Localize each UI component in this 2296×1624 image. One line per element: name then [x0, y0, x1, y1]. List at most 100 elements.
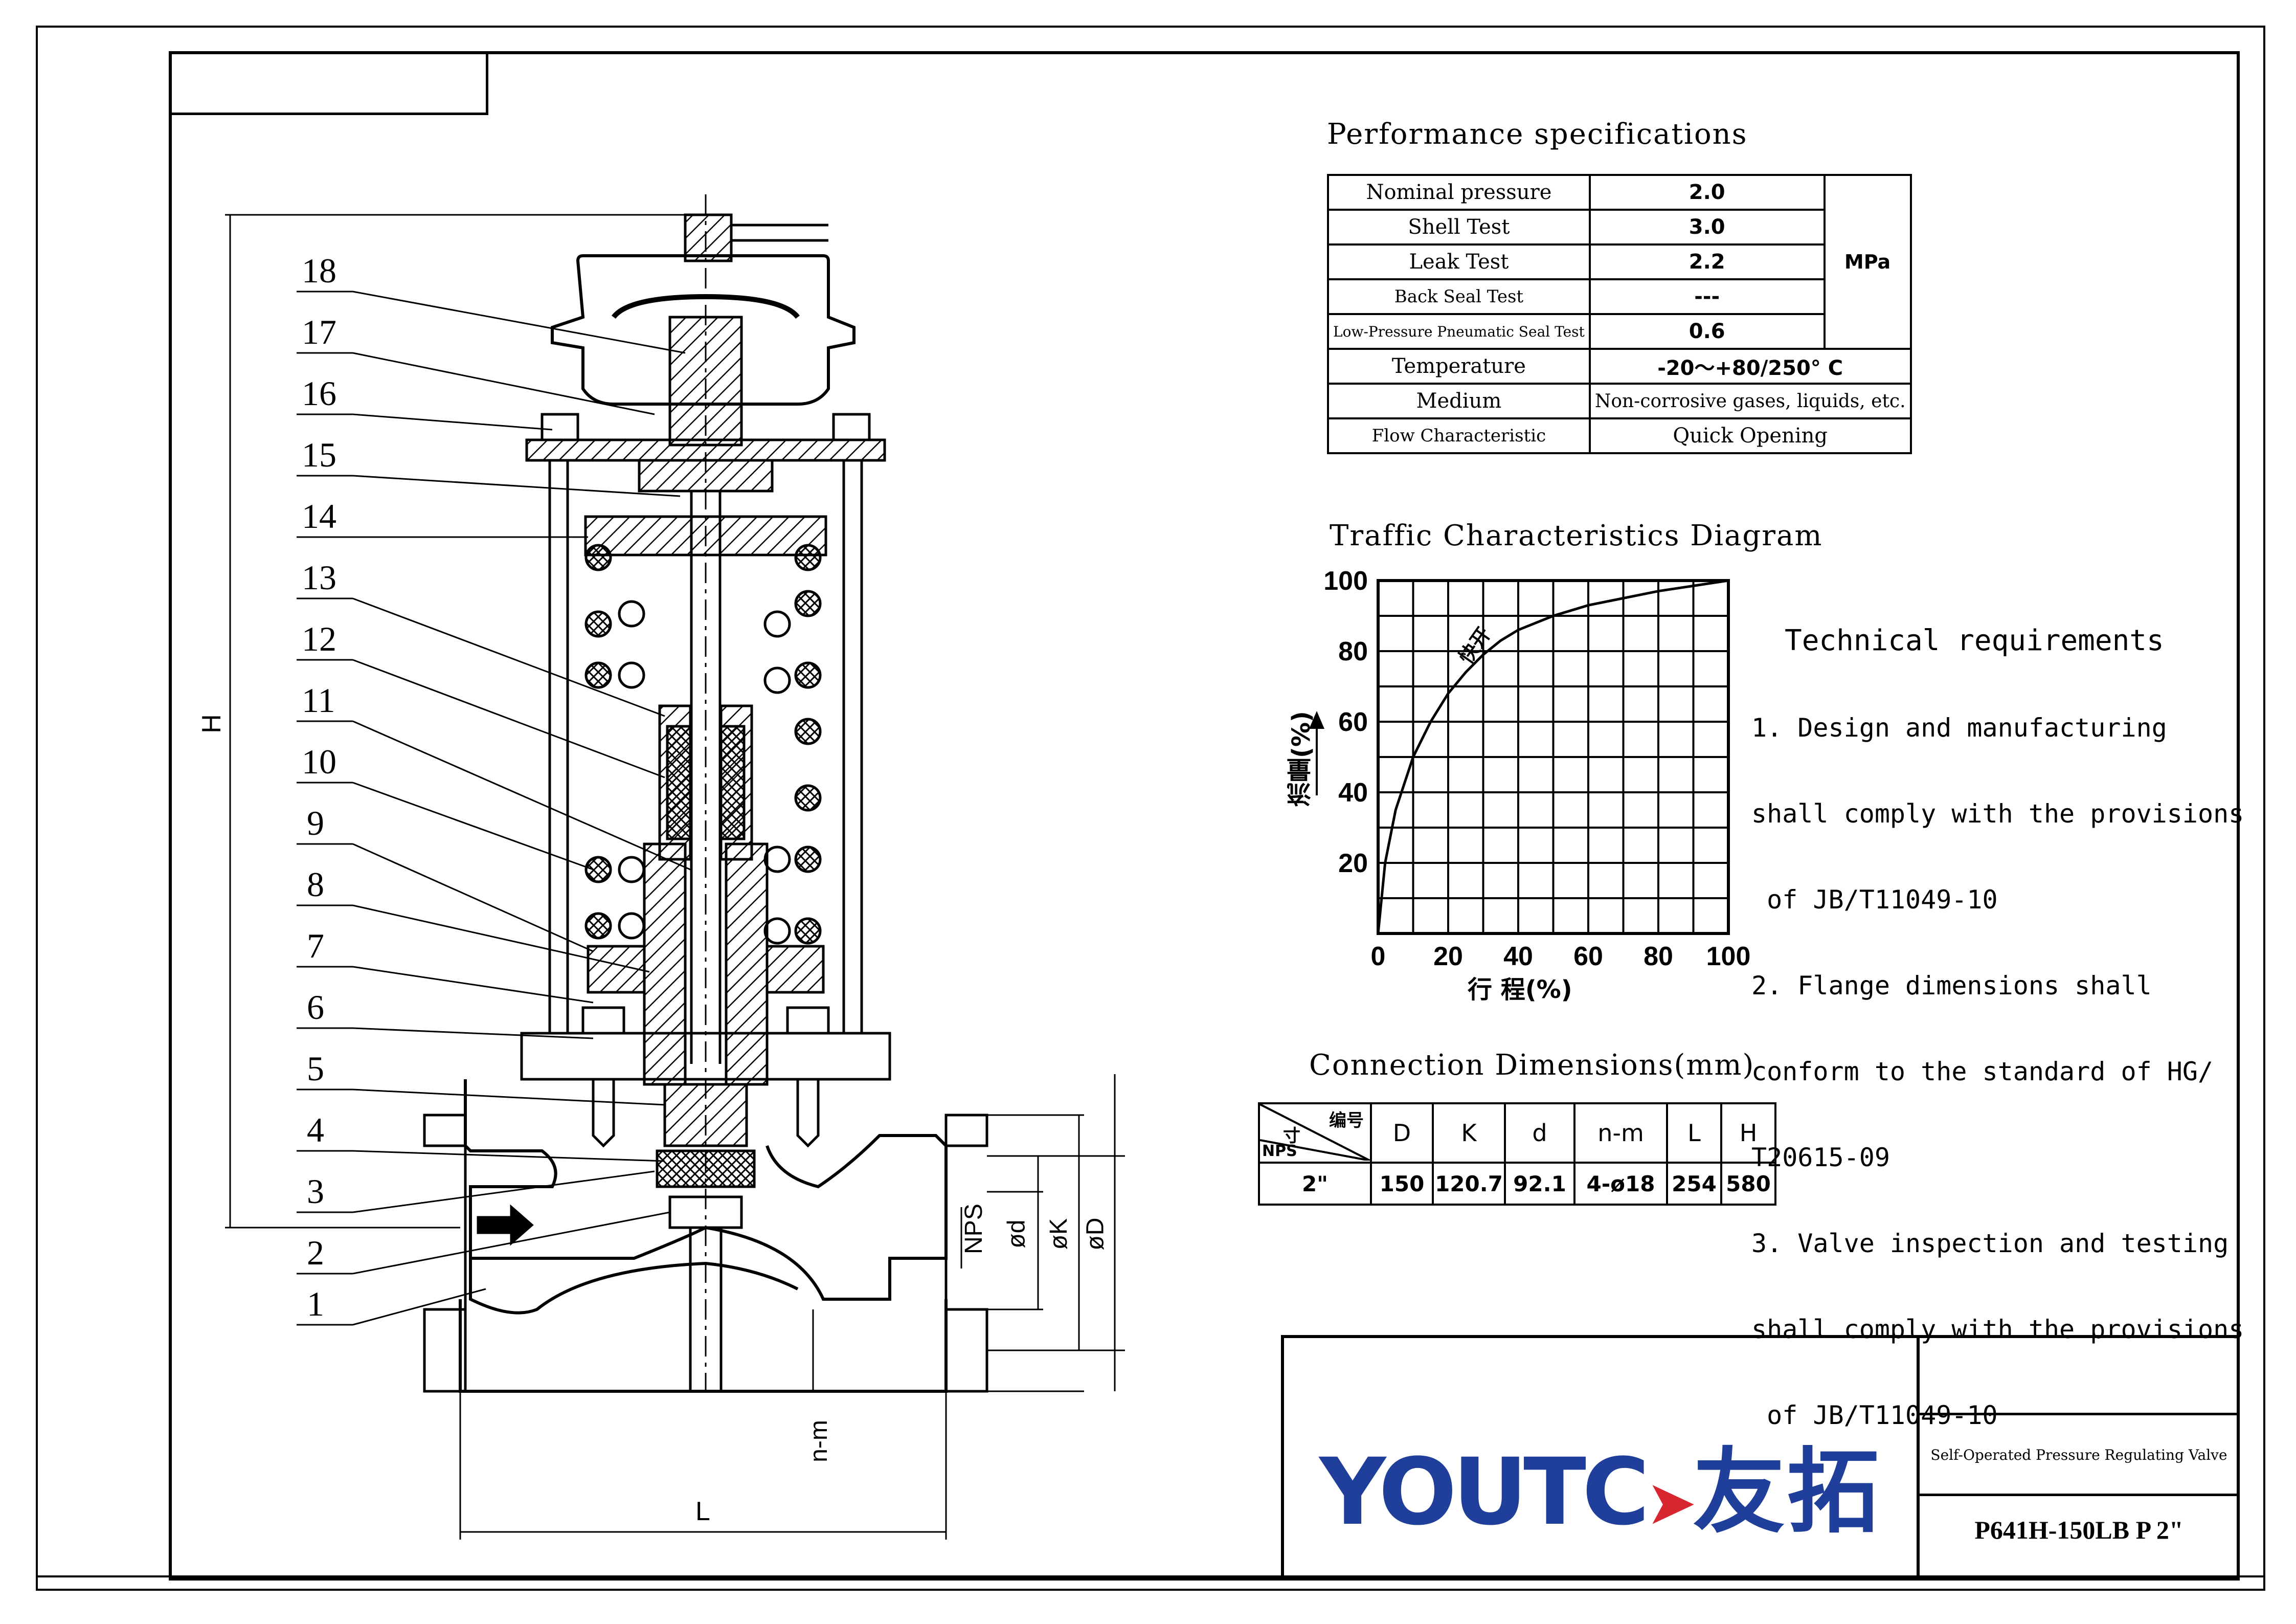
technical-line: 1. Design and manufacturing	[1751, 713, 2167, 743]
connection-table: 编号 寸 NPS D K d n-m L H 2" 150 120.7 92.1…	[1258, 1102, 1776, 1206]
perf-value: Non-corrosive gases, liquids, etc.	[1588, 383, 1912, 419]
corner-top: 编号	[1329, 1110, 1364, 1131]
performance-table: Nominal pressure 2.0 MPa Shell Test 3.0 …	[1327, 174, 1912, 454]
balloon-13: 13	[302, 558, 336, 597]
x-tick-label: 60	[1573, 942, 1603, 971]
table-row: Temperature -20～+80/250° C	[1327, 348, 1912, 385]
technical-line: shall comply with the provisions	[1751, 799, 2244, 829]
title-block-rule	[1917, 1494, 2240, 1496]
dim-label-k: øK	[1045, 1218, 1073, 1250]
performance-title: Performance specifications	[1327, 118, 1748, 151]
diagram-title: Traffic Characteristics Diagram	[1330, 519, 1823, 552]
chart-ylabel: 流量(%)	[1287, 711, 1316, 807]
technical-line: shall comply with the provisions	[1751, 1315, 2244, 1344]
perf-value: 2.0	[1588, 174, 1826, 211]
title-block	[1281, 1335, 2240, 1581]
balloon-8: 8	[307, 865, 324, 904]
dim-label-d: ød	[1003, 1219, 1030, 1249]
chart-xlabel: 行 程(%)	[1468, 975, 1572, 1004]
x-tick-label: 40	[1503, 942, 1533, 971]
table-row: 编号 寸 NPS D K d n-m L H	[1258, 1102, 1776, 1164]
balloon-9: 9	[307, 804, 324, 842]
corner-title-box	[169, 51, 488, 115]
corner-cell: 编号 寸 NPS	[1258, 1102, 1372, 1164]
perf-value: 3.0	[1588, 209, 1826, 246]
corner-mid: 寸	[1283, 1126, 1300, 1146]
balloon-1: 1	[307, 1284, 324, 1323]
col-header: n-m	[1573, 1102, 1668, 1164]
col-header: D	[1370, 1102, 1434, 1164]
plot-frame	[1377, 579, 1730, 935]
valve-section-drawing	[225, 194, 1125, 1540]
drawing-border-inner	[169, 51, 2240, 1581]
balloon-11: 11	[302, 681, 335, 720]
x-tick-label: 100	[1706, 942, 1751, 971]
table-row: 2" 150 120.7 92.1 4-ø18 254 580	[1258, 1162, 1776, 1206]
balloon-16: 16	[302, 374, 336, 413]
cell: 150	[1370, 1162, 1434, 1206]
model-number: P641H-150LB P 2"	[1974, 1516, 2184, 1544]
col-header: L	[1666, 1102, 1722, 1164]
perf-value: 0.6	[1588, 313, 1826, 350]
drawing-border-outer	[36, 26, 2265, 1591]
table-row: Flow Characteristic Quick Opening	[1327, 417, 1912, 454]
table-row: Leak Test 2.2	[1327, 243, 1911, 280]
title-block-rule	[1917, 1413, 2240, 1415]
dim-label-bigd: øD	[1082, 1217, 1109, 1251]
perf-label: Back Seal Test	[1327, 278, 1591, 315]
col-header: d	[1504, 1102, 1575, 1164]
y-tick-label: 40	[1338, 778, 1368, 808]
perf-value: 2.2	[1588, 243, 1826, 280]
bottom-strip	[36, 1575, 2265, 1591]
cell: 120.7	[1432, 1162, 1506, 1206]
technical-line: 3. Valve inspection and testing	[1751, 1229, 2229, 1258]
dim-label-h: H	[196, 714, 227, 733]
y-axis-arrowhead	[1309, 711, 1324, 729]
perf-label: Temperature	[1327, 348, 1591, 385]
perf-value: ---	[1588, 278, 1826, 315]
table-row: Back Seal Test ---	[1327, 278, 1911, 315]
balloon-12: 12	[302, 619, 336, 658]
table-row: Nominal pressure 2.0 MPa	[1327, 174, 1912, 350]
perf-label: Flow Characteristic	[1327, 417, 1591, 454]
corner-bottom: NPS	[1262, 1142, 1297, 1160]
balloon-6: 6	[307, 988, 324, 1027]
perf-unit: MPa	[1823, 174, 1912, 350]
x-tick-label: 80	[1644, 942, 1673, 971]
technical-line: of JB/T11049-10	[1751, 1400, 1998, 1430]
balloon-17: 17	[302, 313, 336, 351]
balloon-2: 2	[307, 1233, 324, 1272]
technical-line: 2. Flange dimensions shall	[1751, 971, 2152, 1000]
col-header: K	[1432, 1102, 1506, 1164]
cell: 254	[1666, 1162, 1722, 1206]
y-tick-label: 60	[1338, 707, 1368, 737]
connection-title: Connection Dimensions(mm)	[1309, 1049, 1755, 1082]
product-name: Self-Operated Pressure Regulating Valve	[1930, 1447, 2227, 1463]
perf-label: Low-Pressure Pneumatic Seal Test	[1327, 313, 1591, 350]
technical-text: 1. Design and manufacturing shall comply…	[1751, 656, 2244, 1458]
perf-value: -20～+80/250° C	[1588, 348, 1912, 385]
brand-logo: YOUTC➤友拓	[1319, 1439, 1881, 1546]
series-label: 快开	[1454, 623, 1495, 668]
table-row: Medium Non-corrosive gases, liquids, etc…	[1327, 383, 1912, 419]
dim-label-nm: n-m	[805, 1420, 832, 1462]
balloon-4: 4	[307, 1110, 324, 1149]
balloon-7: 7	[307, 926, 324, 965]
table-row: Low-Pressure Pneumatic Seal Test 0.6	[1327, 313, 1911, 350]
balloon-5: 5	[307, 1049, 324, 1088]
technical-line: T20615-09	[1751, 1143, 1890, 1172]
brand-chinese: 友拓	[1693, 1439, 1881, 1546]
y-tick-label: 20	[1338, 849, 1368, 878]
perf-label: Medium	[1327, 383, 1591, 419]
balloon-10: 10	[302, 742, 336, 781]
balloon-3: 3	[307, 1172, 324, 1211]
x-tick-label: 0	[1371, 942, 1386, 971]
technical-title: Technical requirements	[1785, 624, 2164, 657]
title-block-divider	[1917, 1335, 1920, 1581]
technical-line: conform to the standard of HG/	[1751, 1057, 2214, 1086]
perf-label: Leak Test	[1327, 243, 1591, 280]
balloon-18: 18	[302, 251, 336, 290]
perf-label: Nominal pressure	[1327, 174, 1591, 211]
balloon-15: 15	[302, 435, 336, 474]
